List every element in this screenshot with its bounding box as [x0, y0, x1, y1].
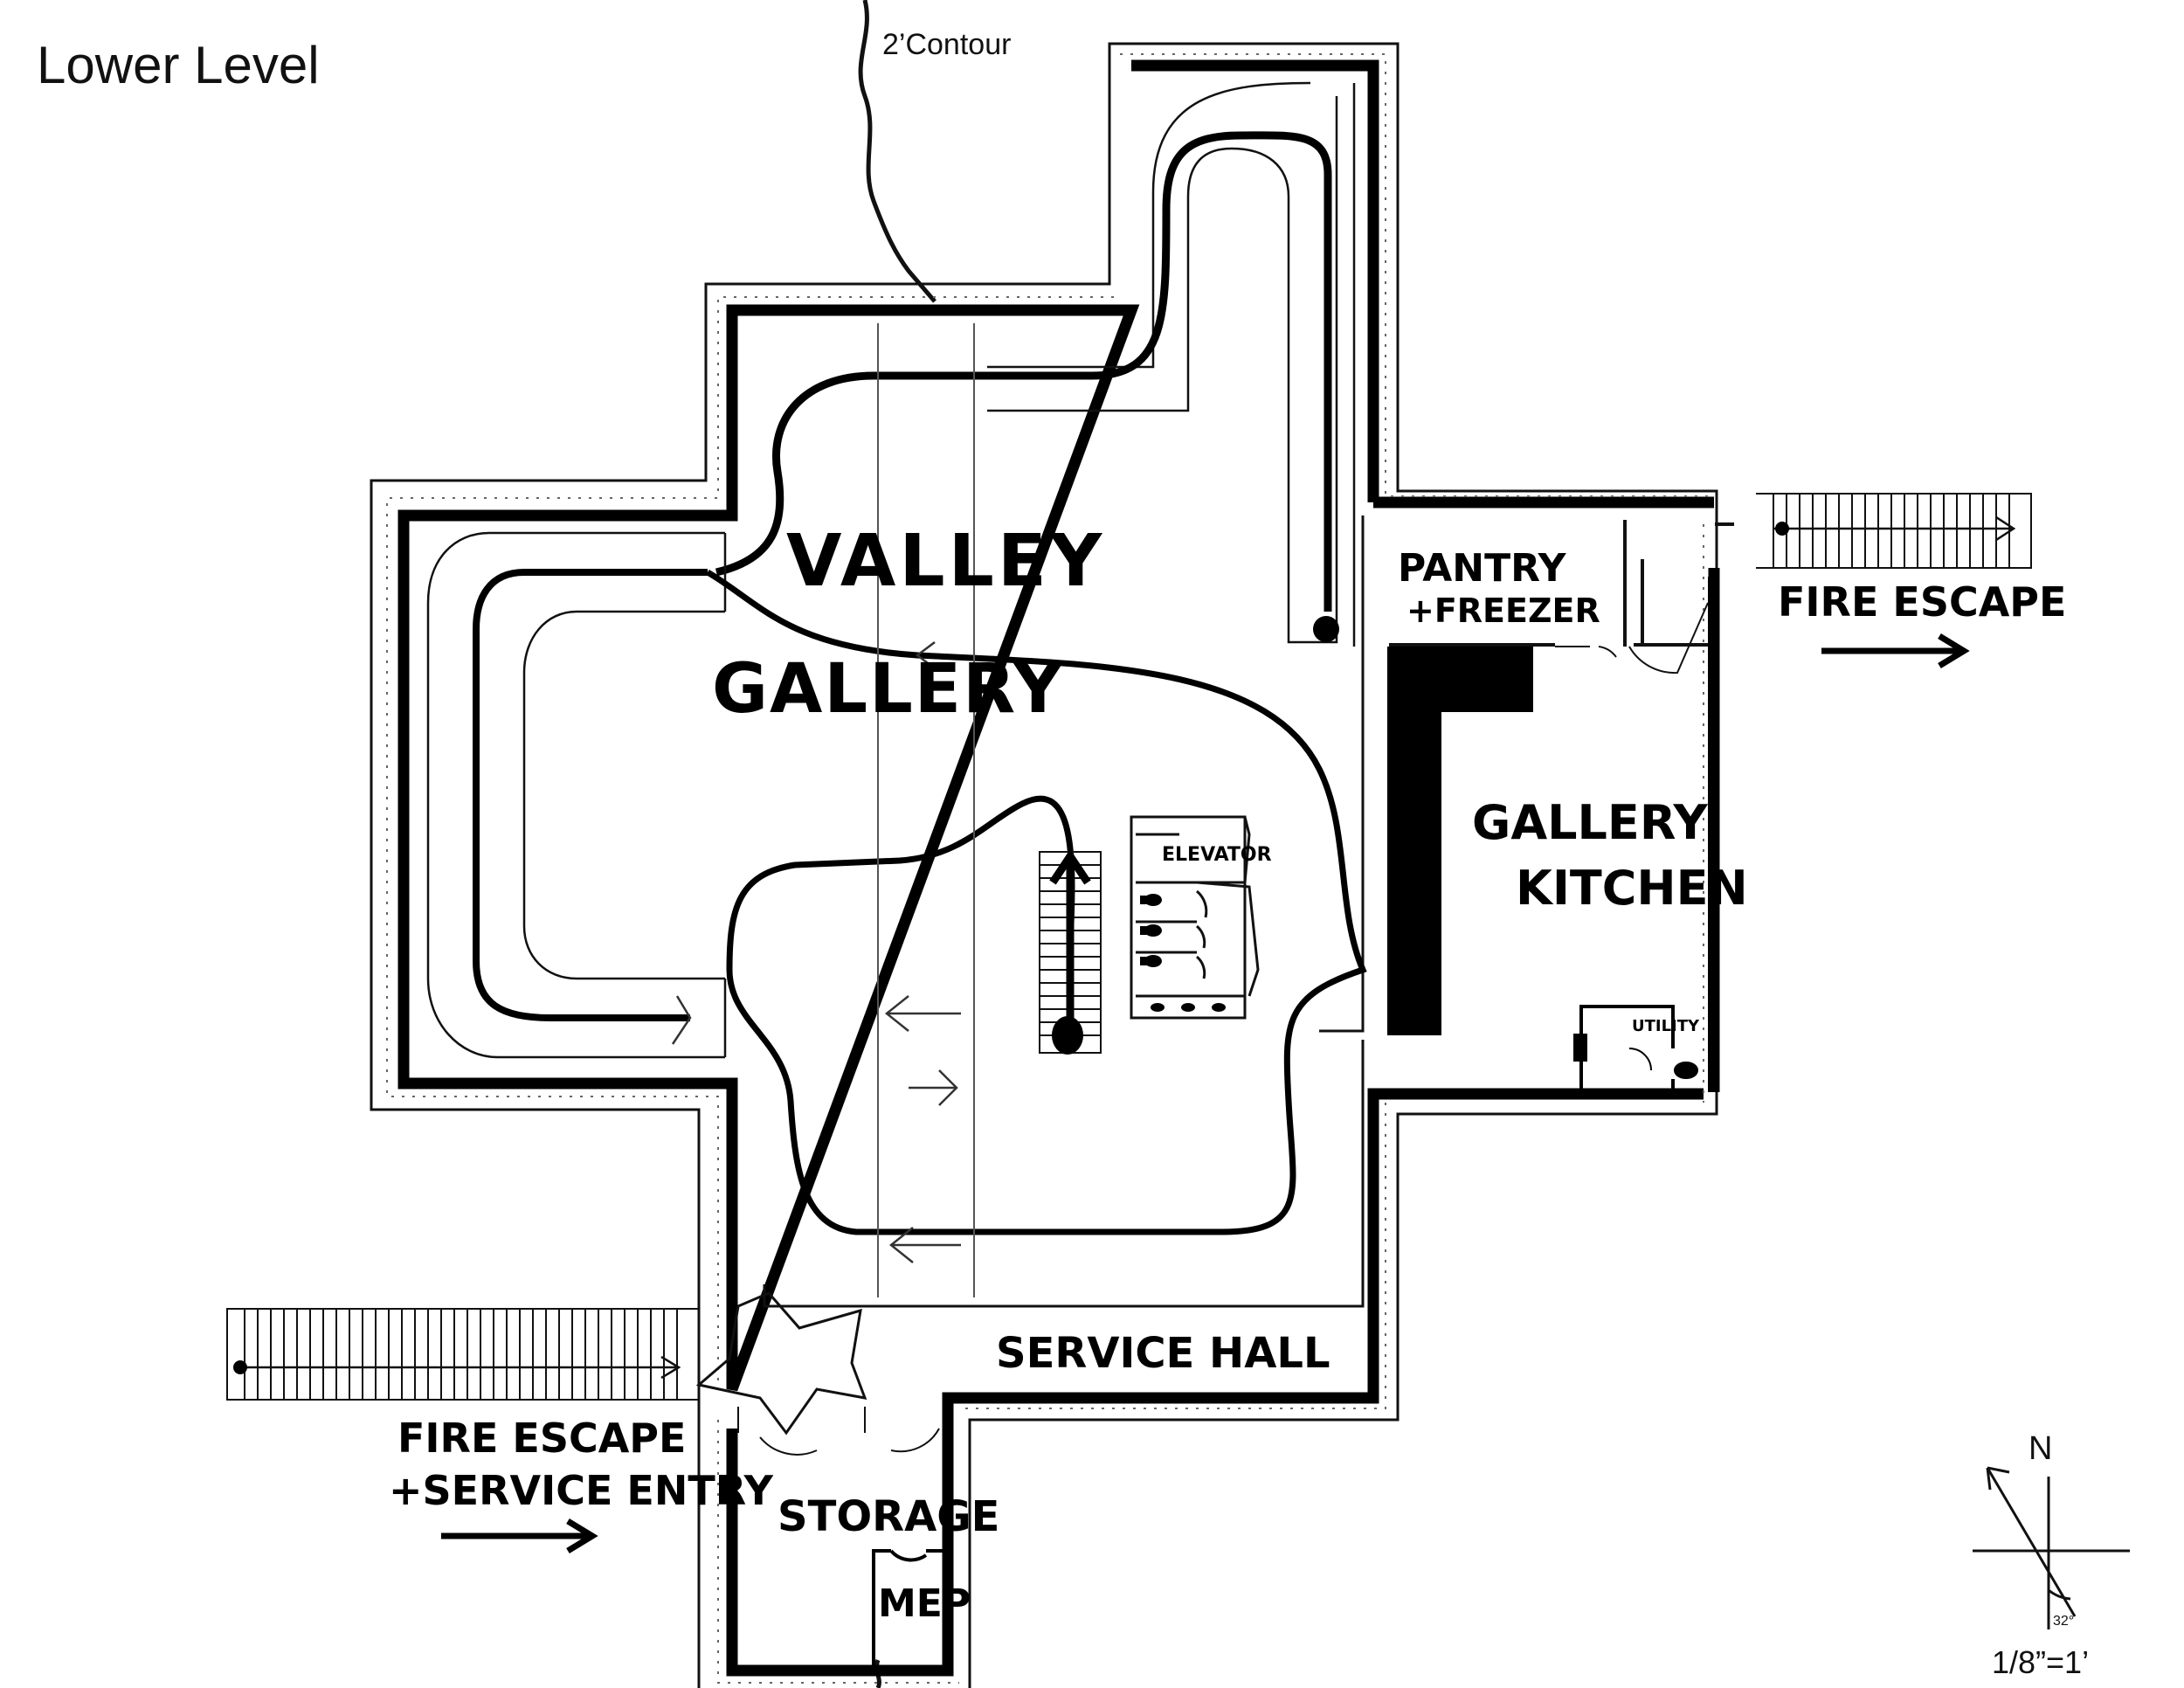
north-ramp: [987, 81, 1356, 647]
west-fire-escape-start-dot: [233, 1360, 247, 1374]
east-fire-escape-stair: [1756, 493, 2032, 569]
sheet-title: Lower Level: [37, 36, 320, 94]
kitchen-label-line1: GALLERY: [1472, 795, 1708, 850]
east-fire-escape-arrow: [1821, 633, 1970, 668]
stair-arrow-path: [1049, 848, 1091, 1031]
pantry-label-line1: PANTRY: [1398, 546, 1567, 591]
service-vestibule-doors: [695, 1291, 940, 1456]
mep-label: MEP: [878, 1581, 971, 1626]
fire-escape-east-label: FIRE ESCAPE: [1778, 578, 2066, 626]
north-arrow-icon: [1973, 1466, 2130, 1629]
contour-label: 2’Contour: [882, 28, 1011, 61]
kitchen-solid-wall: [1387, 647, 1533, 1035]
valley-label: VALLEY: [786, 520, 1105, 603]
pantry-kitchen-partitions: [1389, 520, 1734, 647]
utility-room: [1573, 1005, 1698, 1092]
pantry-label-line2: +FREEZER: [1406, 591, 1600, 630]
west-fire-escape-arrow: [441, 1519, 598, 1553]
elevator-label: ELEVATOR: [1162, 844, 1272, 866]
mep-room: [872, 1549, 948, 1671]
west-fire-escape-stair: [226, 1308, 699, 1401]
gallery-circulation-loop: [706, 569, 1367, 1235]
north-angle-label: 32°: [2053, 1614, 2074, 1629]
east-fire-escape-start-dot: [1775, 522, 1789, 536]
gallery-contour-strip: [877, 323, 975, 1297]
west-ramp: [426, 531, 727, 1059]
west-ramp-path: [473, 569, 708, 1021]
contour-line: [858, 0, 936, 1688]
wall-poche: [386, 53, 1708, 1684]
outer-wall-line: [370, 42, 1718, 1688]
scale-label: 1/8”=1’: [1992, 1644, 2089, 1680]
north-label: N: [2028, 1430, 2052, 1467]
fire-escape-west-label-line2: +SERVICE ENTRY: [389, 1467, 774, 1514]
storage-label: STORAGE: [778, 1492, 999, 1541]
elevator-restroom-block: [1130, 815, 1260, 1020]
north-ramp-path: [715, 131, 1332, 612]
north-ramp-end-marker: [1313, 616, 1339, 642]
utility-label: UTILITY: [1632, 1017, 1700, 1035]
kitchen-door-swing: [1555, 602, 1709, 675]
restroom-fixtures: [1140, 894, 1226, 1012]
fire-escape-west-label-line1: FIRE ESCAPE: [397, 1415, 686, 1462]
stair-start-marker: [1052, 1016, 1083, 1055]
gallery-inner-wall: [763, 515, 1365, 1308]
gallery-label: GALLERY: [712, 650, 1064, 729]
flow-arrows: [671, 641, 961, 1263]
service-hall-label: SERVICE HALL: [996, 1329, 1330, 1378]
kitchen-label-line2: KITCHEN: [1516, 861, 1748, 916]
